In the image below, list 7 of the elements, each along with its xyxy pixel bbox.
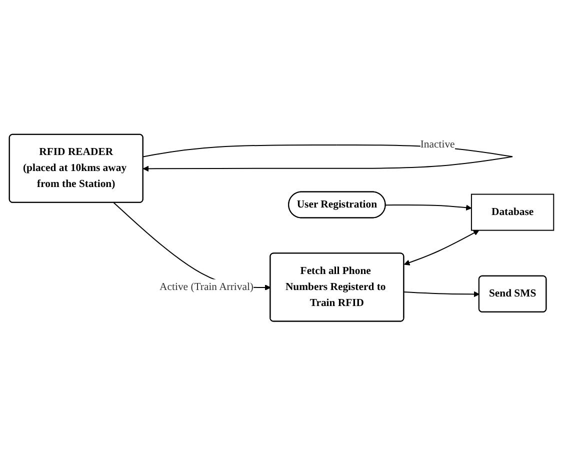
arrow bbox=[404, 230, 480, 266]
edge-label: Active (Train Arrival) bbox=[160, 280, 254, 292]
arrow bbox=[385, 204, 472, 210]
edge-label: Inactive bbox=[420, 138, 455, 150]
arrow bbox=[404, 290, 480, 297]
node-box bbox=[470, 193, 554, 230]
flowchart-drawing: Inactive Active (Train Arrival) User Registration RFID READER (placed at 10kms away from the Station) Database Fetch all Phone Numbers Registerd to Train RFID Send SMS bbox=[4, 128, 559, 326]
